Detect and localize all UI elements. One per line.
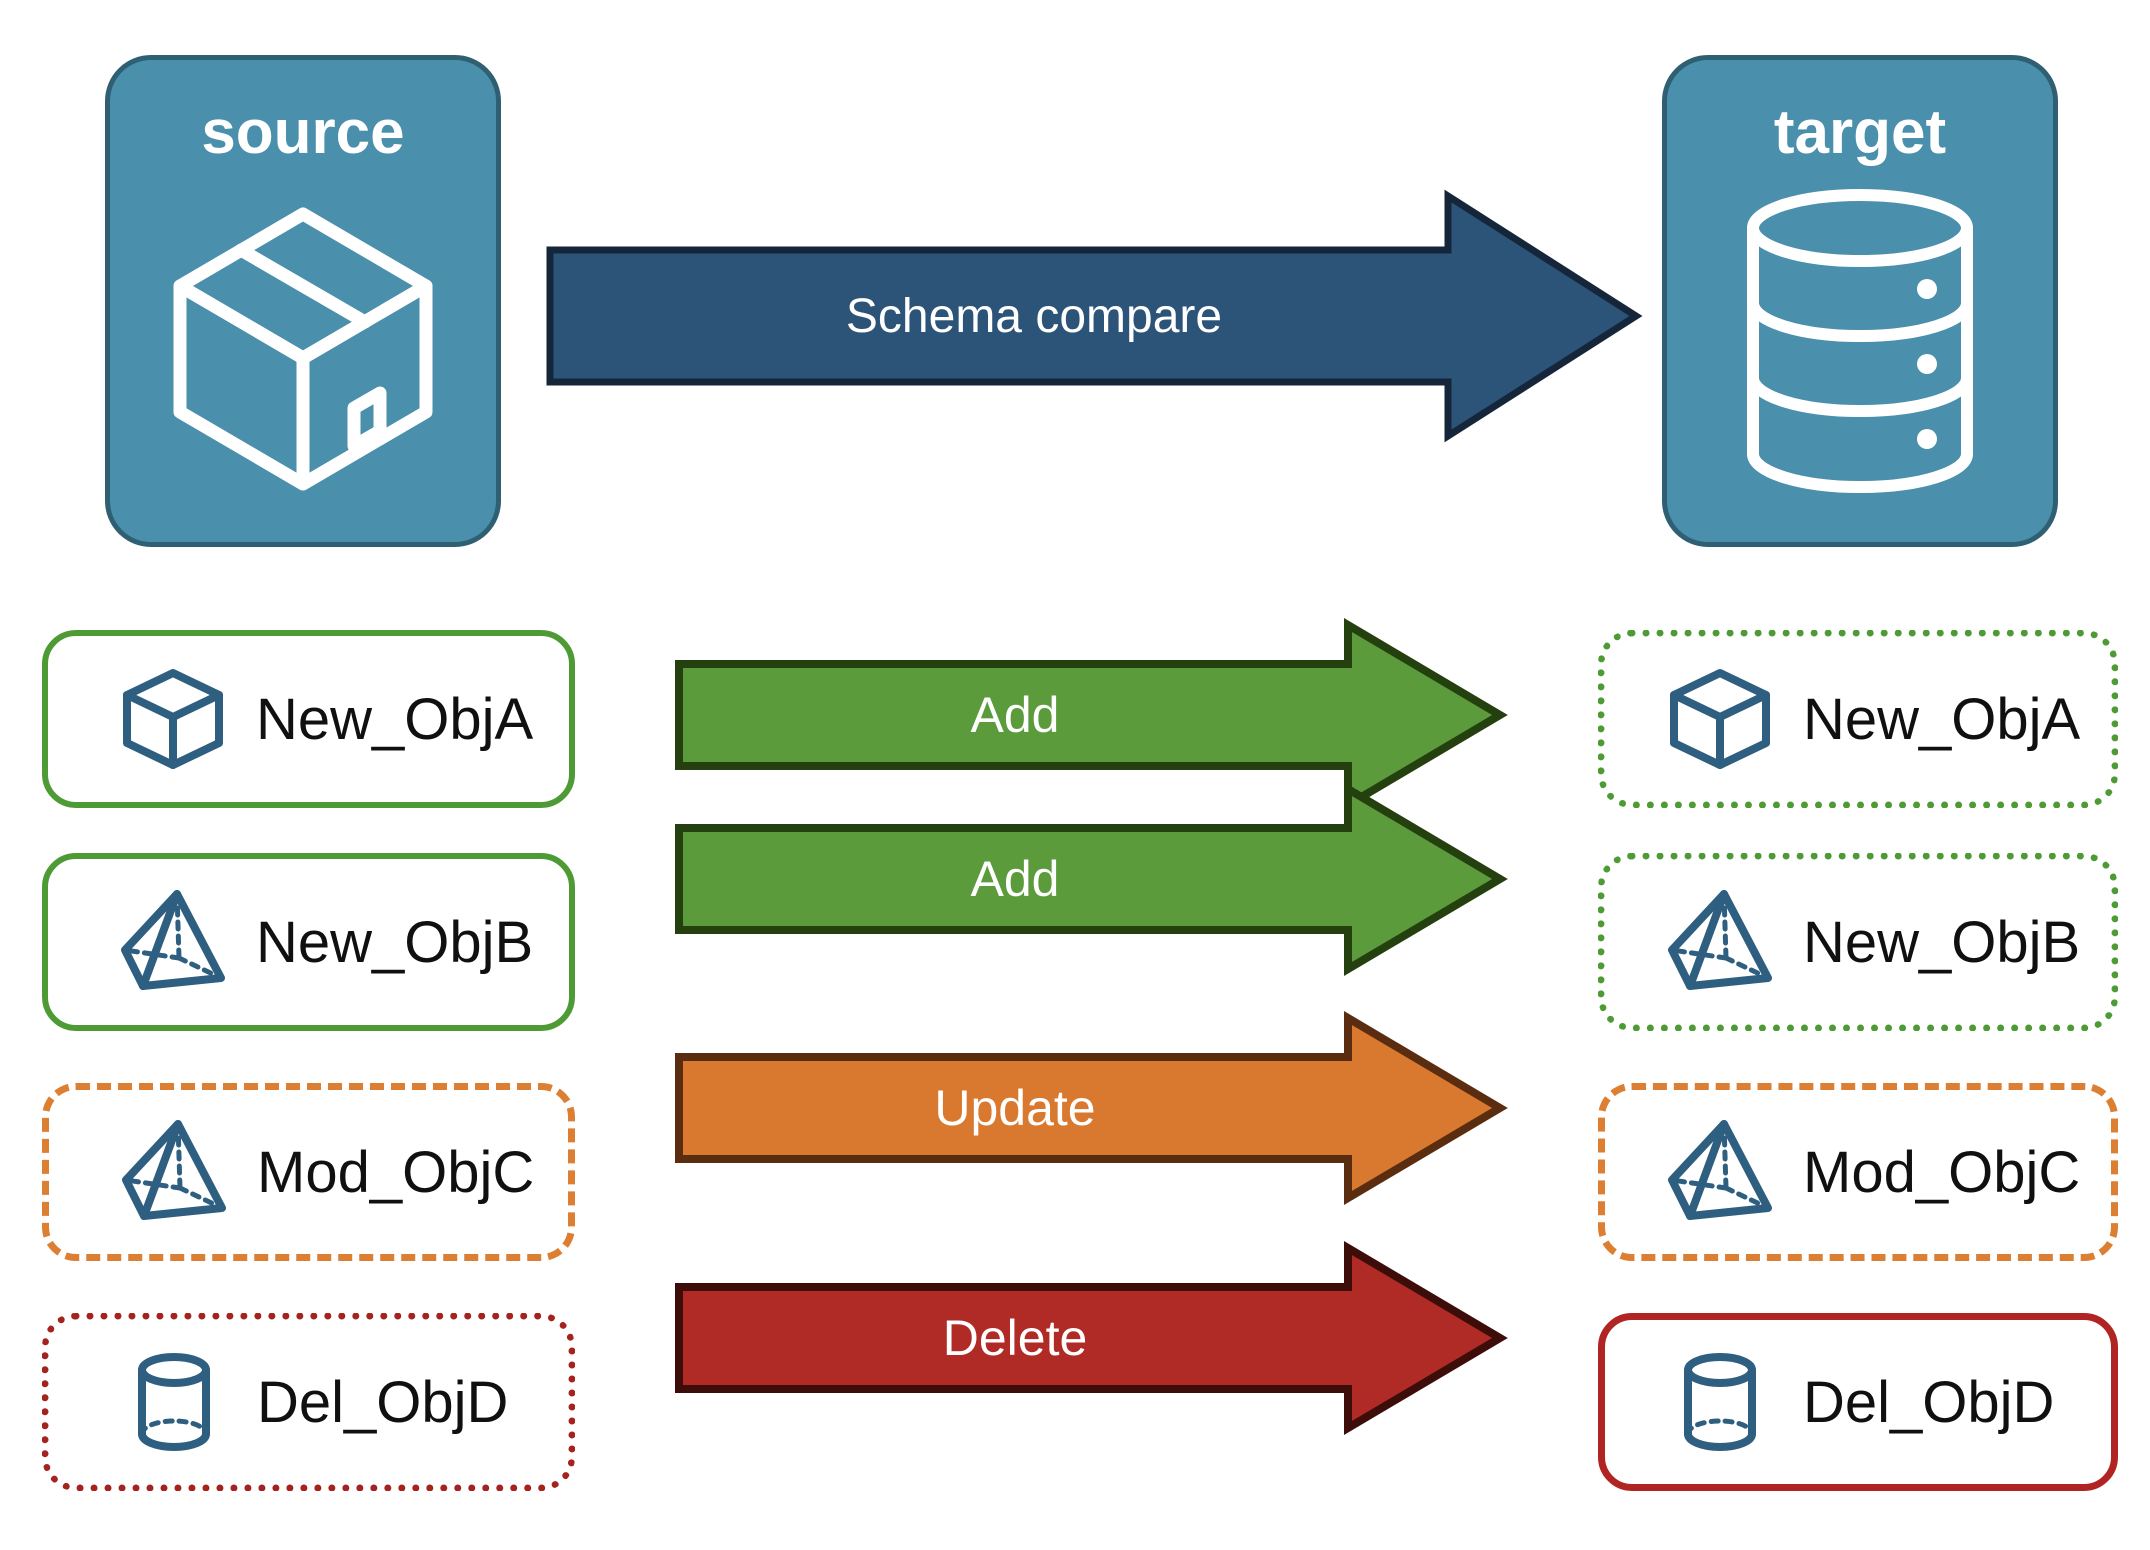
pyramid-wireframe-icon	[1661, 883, 1779, 1001]
target-endpoint-card[interactable]: target	[1662, 55, 2058, 547]
cylinder-wireframe-icon	[1661, 1343, 1779, 1461]
source-object-label-2: New_ObjB	[256, 909, 534, 975]
source-object-label-1: New_ObjA	[256, 686, 534, 752]
source-object-row-2[interactable]: New_ObjB	[42, 853, 575, 1031]
source-title: source	[201, 98, 405, 167]
source-object-row-3[interactable]: Mod_ObjC	[42, 1083, 575, 1261]
target-object-label-4: Del_ObjD	[1803, 1369, 2055, 1435]
target-object-row-2[interactable]: New_ObjB	[1598, 853, 2118, 1031]
pyramid-wireframe-icon	[114, 883, 232, 1001]
cylinder-wireframe-icon	[115, 1343, 233, 1461]
action-arrow-update[interactable]: Update	[675, 1010, 1508, 1206]
target-object-label-2: New_ObjB	[1803, 909, 2081, 975]
target-object-row-3[interactable]: Mod_ObjC	[1598, 1083, 2118, 1261]
target-object-row-4[interactable]: Del_ObjD	[1598, 1313, 2118, 1491]
source-object-row-1[interactable]: New_ObjA	[42, 630, 575, 808]
cube-wireframe-icon	[1661, 660, 1779, 778]
action-arrow-delete[interactable]: Delete	[675, 1240, 1508, 1436]
target-object-label-3: Mod_ObjC	[1803, 1139, 2081, 1205]
source-endpoint-card[interactable]: source	[105, 55, 501, 547]
action-arrow-add-1[interactable]: Add	[675, 617, 1508, 813]
source-object-row-4[interactable]: Del_ObjD	[42, 1313, 575, 1491]
pyramid-wireframe-icon	[1661, 1113, 1779, 1231]
cube-wireframe-icon	[114, 660, 232, 778]
source-object-label-3: Mod_ObjC	[257, 1139, 535, 1205]
pyramid-wireframe-icon	[115, 1113, 233, 1231]
target-object-label-1: New_ObjA	[1803, 686, 2081, 752]
source-object-label-4: Del_ObjD	[257, 1369, 509, 1435]
schema-compare-arrow[interactable]: Schema compare	[546, 189, 1643, 443]
package-box-icon	[158, 186, 448, 491]
target-title: target	[1773, 98, 1947, 167]
target-object-row-1[interactable]: New_ObjA	[1598, 630, 2118, 808]
database-cylinder-icon	[1735, 186, 1985, 496]
action-arrow-add-2[interactable]: Add	[675, 781, 1508, 977]
